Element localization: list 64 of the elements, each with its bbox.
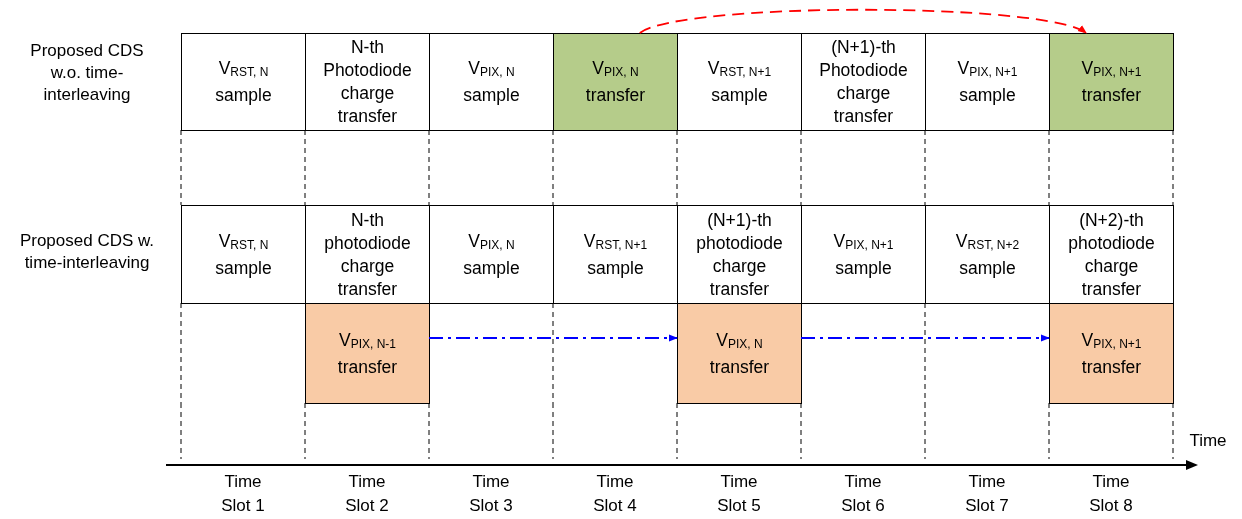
row-label: Proposed CDS w. time-interleaving	[18, 230, 156, 274]
box-text: V$_{PIX, N}$	[716, 328, 763, 353]
box-text: sample	[215, 256, 272, 280]
box-text: V$_{PIX, N}$	[468, 229, 515, 254]
arrow	[638, 8, 1088, 34]
slot-label: Time Slot 1	[220, 471, 266, 517]
slot-label: Time Slot 4	[592, 471, 638, 517]
box-text: V$_{PIX, N-1}$	[338, 328, 396, 353]
box-text: sample	[463, 84, 520, 107]
time-slot-box	[925, 33, 1050, 131]
transfer-box	[1049, 303, 1174, 404]
transfer-box	[553, 33, 678, 131]
box-text: N-th photodiode charge transfer	[323, 208, 412, 301]
time-slot-box	[429, 33, 554, 131]
box-text: V$_{RST, N+2}$	[955, 229, 1020, 254]
axis-label: Time	[1188, 430, 1228, 452]
box-text: V$_{PIX, N+1}$	[1081, 57, 1142, 81]
box-text: (N+1)-th photodiode charge transfer	[695, 208, 784, 301]
time-slot-box	[1049, 205, 1174, 304]
transfer-box	[305, 303, 430, 404]
box-text: V$_{RST, N+1}$	[583, 229, 648, 254]
box-text: V$_{RST, N}$	[218, 57, 269, 81]
box-text: sample	[711, 84, 768, 107]
box-text: transfer	[585, 84, 646, 107]
time-slot-box	[553, 205, 678, 304]
box-text: sample	[959, 256, 1016, 280]
slot-label: Time Slot 7	[964, 471, 1010, 517]
slot-label: Time Slot 3	[468, 471, 514, 517]
box-text: sample	[587, 256, 644, 280]
box-text: V$_{RST, N}$	[218, 229, 269, 254]
box-text: transfer	[1081, 355, 1142, 379]
box-text: transfer	[337, 355, 398, 379]
box-text: V$_{PIX, N+1}$	[957, 57, 1018, 81]
box-text: V$_{PIX, N+1}$	[833, 229, 894, 254]
box-text: V$_{PIX, N}$	[592, 57, 639, 81]
arrow	[800, 334, 1050, 342]
slot-label: Time Slot 6	[840, 471, 886, 517]
time-slot-box	[181, 205, 306, 304]
time-slot-box	[429, 205, 554, 304]
arrow	[428, 334, 678, 342]
transfer-box	[677, 303, 802, 404]
box-text: transfer	[1081, 84, 1142, 107]
box-text: sample	[463, 256, 520, 280]
box-text: sample	[959, 84, 1016, 107]
slot-label: Time Slot 2	[344, 471, 390, 517]
time-slot-box	[801, 33, 926, 131]
slot-label: Time Slot 5	[716, 471, 762, 517]
box-text: V$_{RST, N+1}$	[707, 57, 772, 81]
time-slot-box	[801, 205, 926, 304]
box-text: (N+1)-th Photodiode charge transfer	[818, 36, 909, 128]
time-slot-box	[181, 33, 306, 131]
box-text: V$_{PIX, N+1}$	[1081, 328, 1142, 353]
box-text: sample	[835, 256, 892, 280]
row-label: Proposed CDS w.o. time-interleaving	[29, 40, 145, 106]
time-slot-box	[677, 33, 802, 131]
box-text: (N+2)-th photodiode charge transfer	[1067, 208, 1156, 301]
box-text: transfer	[709, 355, 770, 379]
transfer-box	[1049, 33, 1174, 131]
box-text: N-th Photodiode charge transfer	[322, 36, 413, 128]
time-slot-box	[925, 205, 1050, 304]
time-slot-box	[305, 33, 430, 131]
slot-label: Time Slot 8	[1088, 471, 1134, 517]
box-text: sample	[215, 84, 272, 107]
box-text: V$_{PIX, N}$	[468, 57, 515, 81]
